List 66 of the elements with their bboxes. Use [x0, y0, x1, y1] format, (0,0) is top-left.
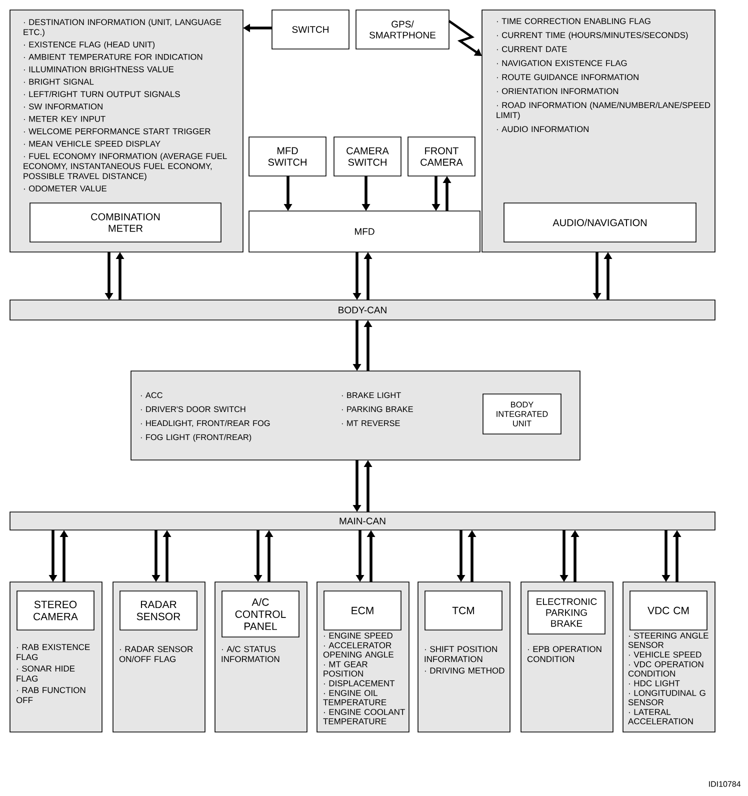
module-box: FRONT CAMERA [408, 136, 476, 176]
signal-list-item: · DRIVER'S DOOR SWITCH [140, 406, 246, 412]
signal-list-item: · BRIGHT SIGNAL [24, 78, 94, 85]
signal-list-item: · DRIVING METHOD [425, 668, 504, 674]
signal-list-item: · AUDIO INFORMATION [497, 126, 588, 132]
figure-code: IDI10784 [709, 781, 741, 787]
signal-list-item: · VEHICLE SPEED [629, 652, 702, 658]
signal-list-item: · A/C STATUS INFORMATION [222, 646, 280, 662]
module-box: A/C CONTROL PANEL [222, 590, 300, 638]
signal-list-item: · ACCELERATOR OPENING ANGLE [323, 642, 394, 658]
signal-list-item: · ILLUMINATION BRIGHTNESS VALUE [24, 66, 174, 72]
signal-list-item: · ENGINE OIL TEMPERATURE [323, 690, 386, 706]
signal-list-item: · CURRENT TIME (HOURS/MINUTES/SECONDS) [497, 32, 688, 40]
signal-list-item: · PARKING BRAKE [342, 406, 413, 412]
module-box: MFD [248, 210, 480, 252]
signal-list-item: · ROUTE GUIDANCE INFORMATION [497, 74, 638, 80]
signal-list-item: · MT REVERSE [342, 420, 400, 426]
signal-list-item: · ENGINE COOLANT TEMPERATURE [323, 709, 405, 724]
signal-list-item: · FOG LIGHT (FRONT/REAR) [140, 434, 252, 442]
signal-list-item: · RAB EXISTENCE FLAG [16, 644, 90, 660]
signal-list-item: · ORIENTATION INFORMATION [497, 88, 618, 94]
signal-list-item: · LEFT/RIGHT TURN OUTPUT SIGNALS [24, 90, 180, 98]
module-box: STEREO CAMERA [16, 590, 94, 630]
module-box: BODY INTEGRATED UNIT [482, 394, 562, 434]
signal-list-item: · ODOMETER VALUE [24, 186, 106, 192]
signal-list-item: · DISPLACEMENT [324, 680, 395, 686]
module-box: COMBINATION METER [30, 202, 222, 242]
signal-list-item: · RAB FUNCTION OFF [16, 687, 86, 704]
signal-list-item: · NAVIGATION EXISTENCE FLAG [497, 60, 627, 66]
signal-list-item: · SW INFORMATION [24, 104, 102, 110]
signal-list-item: · ROAD INFORMATION (NAME/NUMBER/LANE/SPEED LIMIT) [496, 102, 710, 120]
signal-list-item: · BRAKE LIGHT [342, 392, 401, 398]
signal-list-item: · LONGITUDINAL G SENSOR [628, 690, 706, 706]
module-box: CAMERA SWITCH [334, 136, 402, 176]
module-box: ECM [324, 590, 402, 630]
module-box: AUDIO/NAVIGATION [504, 202, 696, 242]
can-bus-band: BODY-CAN [10, 300, 716, 320]
signal-list-item: · STEERING ANGLE SENSOR [628, 632, 708, 648]
signal-list-item: · SHIFT POSITION INFORMATION [424, 646, 497, 662]
signal-list-item: · CURRENT DATE [497, 46, 567, 52]
module-box: GPS/ SMARTPHONE [356, 10, 450, 50]
signal-list-item: · WELCOME PERFORMANCE START TRIGGER [24, 128, 210, 134]
signal-list-item: · RADAR SENSOR ON/OFF FLAG [119, 646, 193, 662]
signal-list-item: · ENGINE SPEED [324, 632, 392, 639]
module-box: SWITCH [272, 10, 350, 50]
can-bus-band: MAIN-CAN [10, 512, 716, 530]
module-box: VDC CM [630, 590, 708, 630]
signal-list-item: · AMBIENT TEMPERATURE FOR INDICATION [24, 54, 202, 60]
signal-list-item: · EXISTENCE FLAG (HEAD UNIT) [24, 41, 155, 50]
signal-list-item: · VDC OPERATION CONDITION [628, 661, 704, 677]
module-box: TCM [424, 590, 502, 630]
signal-list-item: · MT GEAR POSITION [324, 661, 368, 677]
signal-list-item: · ACC [140, 392, 162, 398]
signal-list-item: · METER KEY INPUT [24, 116, 106, 122]
signal-list-item: · DESTINATION INFORMATION (UNIT, LANGUAGE ETC.) [24, 18, 222, 37]
signal-list-item: · SONAR HIDE FLAG [16, 666, 75, 682]
signal-list-item: · LATERAL ACCELERATION [628, 709, 693, 724]
module-box: MFD SWITCH [248, 136, 326, 176]
module-box: ELECTRONIC PARKING BRAKE [528, 590, 606, 634]
module-box: RADAR SENSOR [120, 590, 198, 630]
signal-list-item: · HEADLIGHT, FRONT/REAR FOG [140, 420, 270, 428]
signal-list-item: · TIME CORRECTION ENABLING FLAG [497, 18, 650, 24]
signal-list-item: · EPB OPERATION CONDITION [527, 646, 602, 662]
signal-list-item: · FUEL ECONOMY INFORMATION (AVERAGE FUEL ECONOMY, INSTANTANEOUS FUEL ECONOMY, POSSIBLE TRAVEL DISTANCE) [24, 152, 227, 181]
signal-list-item: · HDC LIGHT [629, 680, 680, 686]
signal-list-item: · MEAN VEHICLE SPEED DISPLAY [24, 140, 160, 147]
